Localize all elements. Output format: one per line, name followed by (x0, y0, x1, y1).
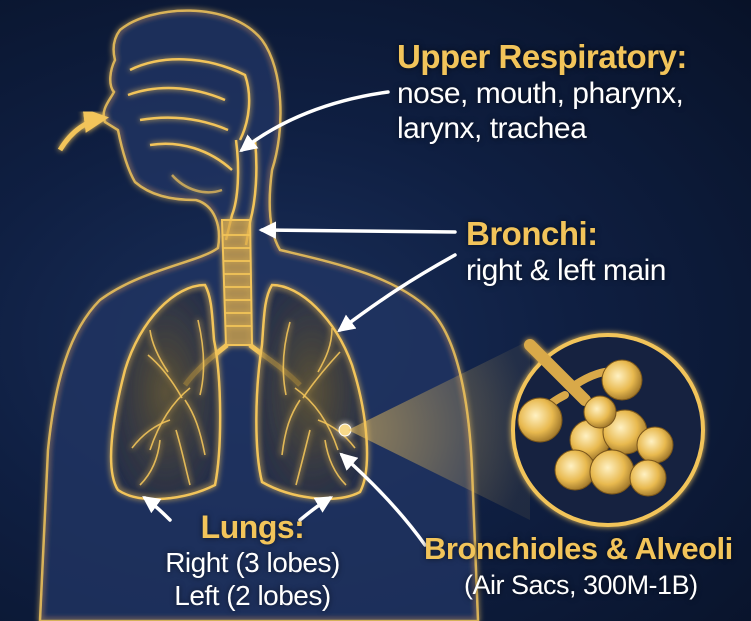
lungs-heading: Lungs: (140, 508, 365, 546)
upper-respiratory-line-2: larynx, trachea (397, 111, 687, 146)
upper-respiratory-label: Upper Respiratory: nose, mouth, pharynx,… (397, 38, 687, 146)
upper-respiratory-heading: Upper Respiratory: (397, 38, 687, 76)
lungs-line-1: Right (3 lobes) (140, 546, 365, 579)
bronchi-heading: Bronchi: (466, 215, 666, 253)
arrow-bronchi (262, 230, 455, 232)
bronchioles-label: Bronchioles & Alveoli (Air Sacs, 300M-1B… (424, 530, 733, 603)
bronchioles-heading: Bronchioles & Alveoli (424, 530, 733, 568)
bronchi-label: Bronchi: right & left main (466, 215, 666, 288)
bronchioles-line-1: (Air Sacs, 300M-1B) (424, 568, 733, 603)
bronchi-line-1: right & left main (466, 253, 666, 288)
alveoli-inset (513, 335, 703, 525)
inhale-arrow-icon (60, 118, 104, 150)
lungs-line-2: Left (2 lobes) (140, 579, 365, 612)
upper-respiratory-line-1: nose, mouth, pharynx, (397, 76, 687, 111)
lungs-label: Lungs: Right (3 lobes) Left (2 lobes) (140, 508, 365, 612)
